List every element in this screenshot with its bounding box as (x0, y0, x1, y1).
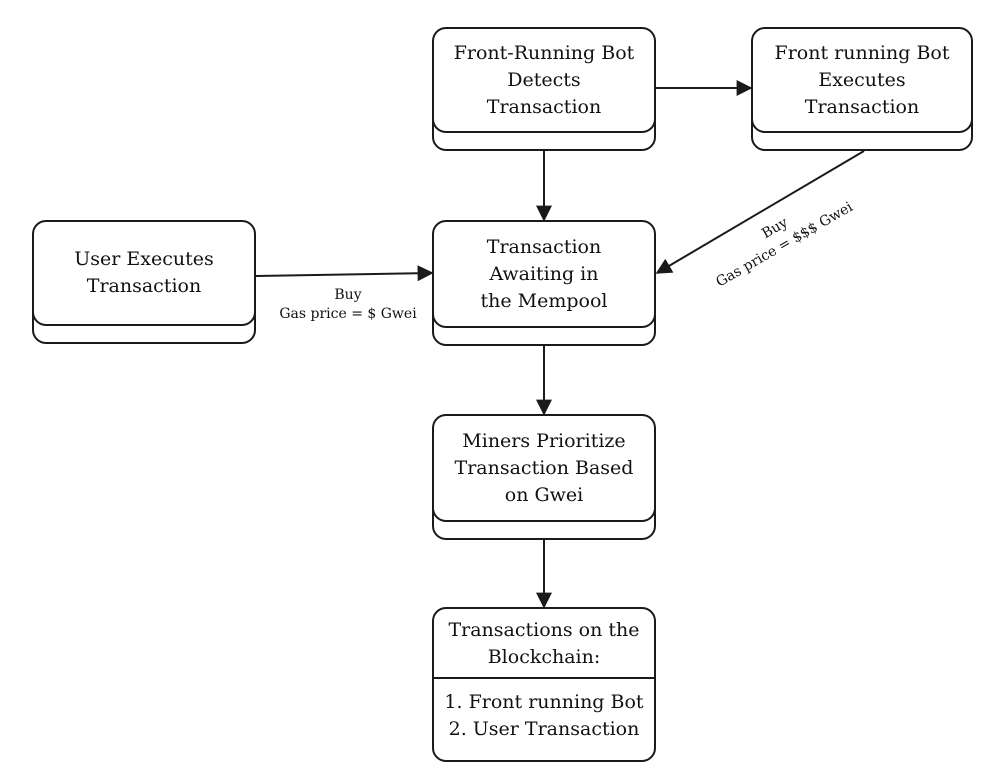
node-miners-line-2: Transaction Based (454, 456, 634, 479)
node-bot-detects-transaction: Front-Running Bot Detects Transaction (432, 27, 656, 151)
node-mempool: Transaction Awaiting in the Mempool (432, 220, 656, 346)
node-user-executes-line-1: User Executes (74, 248, 214, 270)
node-bot-executes-transaction: Front running Bot Executes Transaction (751, 27, 973, 151)
edge-label-user-buy: Buy Gas price = $ Gwei (268, 286, 428, 324)
blockchain-items: 1. Front running Bot 2. User Transaction (434, 689, 654, 743)
node-blockchain: Transactions on the Blockchain: 1. Front… (432, 607, 656, 762)
blockchain-header: Transactions on the Blockchain: (434, 609, 654, 671)
edge-label-user-gas-price: Gas price = $ Gwei (279, 306, 417, 322)
arrow-executes-to-mempool (655, 150, 865, 274)
node-miners-line-1: Miners Prioritize (462, 429, 626, 452)
blockchain-divider (434, 677, 654, 679)
blockchain-item-1: 1. Front running Bot (444, 691, 644, 713)
node-user-executes-line-2: Transaction (86, 275, 202, 297)
node-bot-detects-line-2: Detects (507, 68, 581, 91)
blockchain-header-line-2: Blockchain: (487, 646, 601, 668)
arrow-user-to-mempool (255, 265, 434, 282)
node-mempool-line-1: Transaction (486, 235, 602, 258)
node-bot-executes-line-1: Front running Bot (774, 41, 950, 64)
blockchain-header-line-1: Transactions on the (448, 619, 640, 641)
blockchain-item-2: 2. User Transaction (448, 718, 640, 740)
node-bot-detects-line-3: Transaction (486, 95, 602, 118)
node-miners-line-3: on Gwei (504, 483, 584, 506)
node-mempool-line-3: the Mempool (480, 289, 608, 312)
edge-label-user-buy-line-1: Buy (334, 287, 362, 303)
node-mempool-line-2: Awaiting in (489, 262, 599, 285)
node-miners-prioritize: Miners Prioritize Transaction Based on G… (432, 414, 656, 540)
node-user-executes-transaction: User Executes Transaction (32, 220, 256, 344)
node-bot-executes-line-2: Executes Transaction (804, 68, 920, 118)
node-bot-detects-line-1: Front-Running Bot (453, 41, 635, 64)
